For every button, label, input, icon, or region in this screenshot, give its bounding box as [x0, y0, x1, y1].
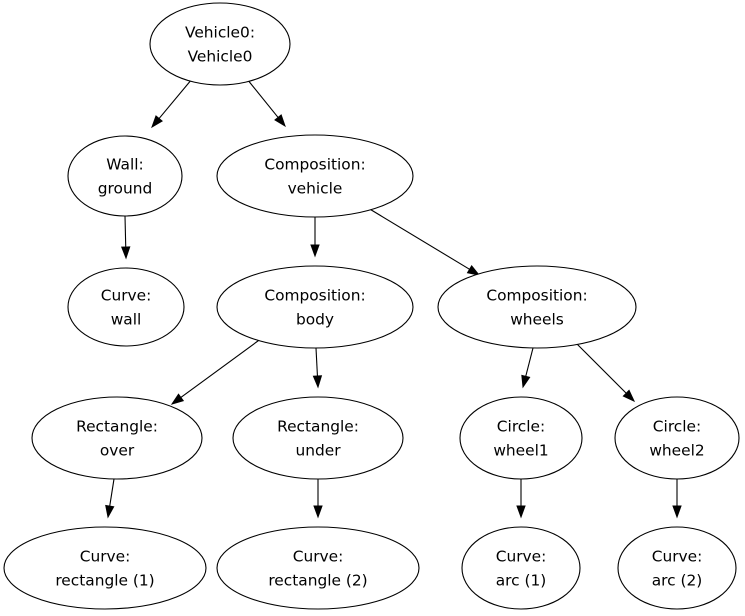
node-ellipse[interactable] — [216, 265, 414, 349]
graph-node-curve_rectangle_2[interactable]: Curve: rectangle (2) — [216, 526, 420, 610]
node-label-name: wheels — [510, 311, 564, 329]
edge-arrowhead-icon — [105, 504, 115, 519]
node-label-type: Curve: — [80, 548, 131, 566]
node-label-type: Circle: — [653, 418, 701, 436]
node-label-name: vehicle — [288, 180, 343, 198]
graph-node-wall_ground[interactable]: Wall: ground — [67, 135, 183, 217]
node-label-type: Curve: — [101, 287, 152, 305]
graph-edge — [521, 347, 534, 389]
graph-node-circle_wheel2[interactable]: Circle: wheel2 — [614, 396, 740, 480]
node-ellipse[interactable] — [232, 396, 404, 480]
graph-edge — [672, 479, 682, 519]
node-label-name: over — [100, 442, 135, 460]
edge-arrowhead-icon — [312, 375, 323, 389]
node-ellipse[interactable] — [149, 2, 291, 86]
edge-arrowhead-icon — [151, 115, 163, 129]
graph-node-curve_arc_1[interactable]: Curve: arc (1) — [461, 526, 581, 610]
graph-edge — [246, 78, 286, 128]
edge-arrowhead-icon — [121, 246, 131, 260]
edge-line — [124, 215, 127, 248]
node-label-type: Curve: — [293, 548, 344, 566]
node-label-type: Rectangle: — [76, 418, 158, 436]
edge-line — [525, 347, 534, 377]
edge-arrowhead-icon — [466, 265, 481, 276]
nodes-layer: Vehicle0:Vehicle0Wall:groundComposition:… — [3, 2, 740, 610]
graph-node-vehicle0[interactable]: Vehicle0: Vehicle0 — [149, 2, 291, 86]
graph-edge — [573, 340, 636, 403]
edge-line — [315, 347, 318, 377]
node-label-type: Circle: — [497, 418, 545, 436]
node-label-name: ground — [98, 180, 152, 198]
edge-arrowhead-icon — [672, 505, 682, 519]
edge-arrowhead-icon — [622, 389, 636, 403]
node-label-type: Wall: — [106, 156, 143, 174]
node-label-name: body — [296, 311, 334, 329]
node-label-name: under — [295, 442, 341, 460]
node-label-type: Curve: — [652, 548, 703, 566]
edge-arrowhead-icon — [521, 374, 531, 389]
edge-arrowhead-icon — [274, 114, 286, 128]
graph-edge — [367, 207, 481, 276]
graph-node-composition_vehicle[interactable]: Composition: vehicle — [216, 134, 414, 218]
node-label-name: rectangle (1) — [55, 572, 154, 590]
edge-arrowhead-icon — [516, 505, 526, 519]
graph-edge — [105, 478, 115, 519]
node-label-type: Curve: — [496, 548, 547, 566]
node-ellipse[interactable] — [461, 526, 581, 610]
node-label-type: Composition: — [264, 156, 365, 174]
node-ellipse[interactable] — [216, 526, 420, 610]
node-label-name: wheel2 — [649, 442, 704, 460]
edge-arrowhead-icon — [170, 393, 185, 405]
node-ellipse[interactable] — [67, 135, 183, 217]
graph-node-rectangle_under[interactable]: Rectangle: under — [232, 396, 404, 480]
graph-node-composition_body[interactable]: Composition: body — [216, 265, 414, 349]
node-label-name: arc (1) — [496, 572, 547, 590]
node-ellipse[interactable] — [459, 396, 583, 480]
node-label-name: arc (2) — [652, 572, 703, 590]
graph-node-circle_wheel1[interactable]: Circle: wheel1 — [459, 396, 583, 480]
node-label-type: Vehicle0: — [185, 24, 255, 42]
edge-line — [109, 478, 115, 507]
graph-node-curve_wall[interactable]: Curve: wall — [67, 267, 185, 347]
node-ellipse[interactable] — [617, 526, 737, 610]
node-label-name: Vehicle0 — [188, 48, 253, 66]
graph-node-composition_wheels[interactable]: Composition: wheels — [437, 265, 637, 349]
node-label-name: rectangle (2) — [268, 572, 367, 590]
node-label-type: Rectangle: — [277, 418, 359, 436]
graph-node-curve_arc_2[interactable]: Curve: arc (2) — [617, 526, 737, 610]
edge-arrowhead-icon — [313, 505, 323, 519]
edge-line — [158, 78, 193, 119]
edge-arrowhead-icon — [310, 244, 320, 258]
edges-layer — [105, 78, 682, 519]
graph-edge — [151, 78, 193, 129]
edge-line — [573, 340, 627, 394]
node-label-name: wheel1 — [493, 442, 548, 460]
graph-edge — [310, 217, 320, 258]
edge-line — [180, 337, 263, 398]
edge-line — [246, 78, 279, 118]
graph-edge — [312, 347, 323, 389]
node-ellipse[interactable] — [216, 134, 414, 218]
node-ellipse[interactable] — [3, 526, 207, 610]
node-label-name: wall — [111, 311, 142, 329]
node-ellipse[interactable] — [31, 396, 203, 480]
node-ellipse[interactable] — [614, 396, 740, 480]
graph-edge — [121, 215, 131, 260]
node-ellipse[interactable] — [437, 265, 637, 349]
node-label-type: Composition: — [264, 287, 365, 305]
node-ellipse[interactable] — [67, 267, 185, 347]
graph-node-rectangle_over[interactable]: Rectangle: over — [31, 396, 203, 480]
graph-edge — [516, 479, 526, 519]
edge-line — [367, 207, 470, 270]
graph-node-curve_rectangle_1[interactable]: Curve: rectangle (1) — [3, 526, 207, 610]
graph-edge — [313, 479, 323, 519]
graph-edge — [170, 337, 263, 405]
node-label-type: Composition: — [486, 287, 587, 305]
